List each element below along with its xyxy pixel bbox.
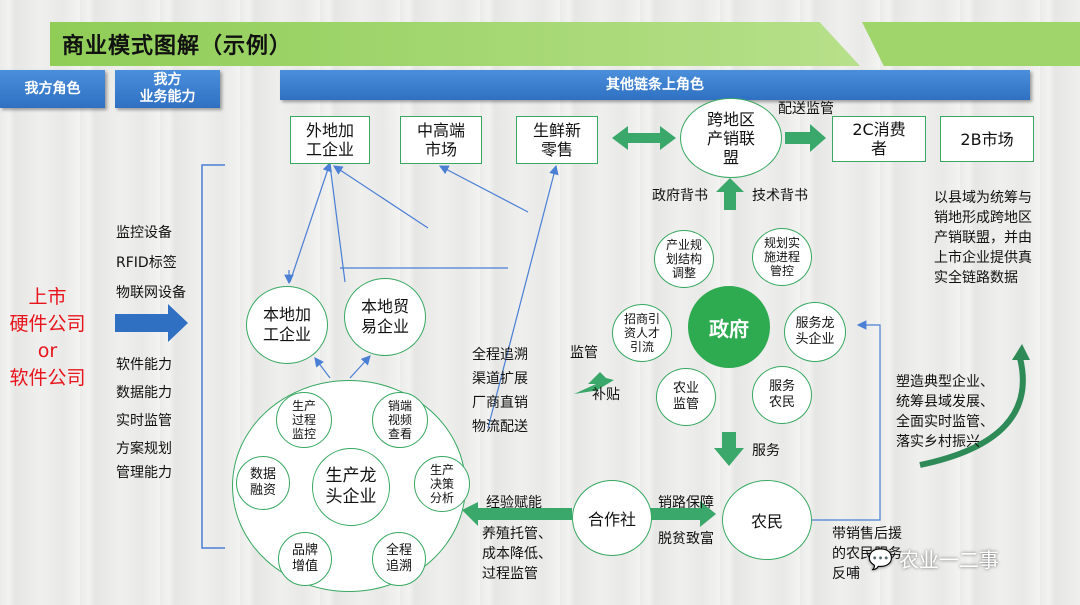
sat-data-finance: 数据 融资 [236, 456, 290, 510]
box-fresh-retail: 生鲜新 零售 [516, 116, 598, 164]
tech-endorse-label: 技术背书 [752, 188, 808, 204]
alliance-caption: 配送监管 [778, 101, 834, 117]
ability-bracket [201, 164, 225, 549]
sat-brand-value: 品牌 增值 [278, 532, 332, 586]
company-label: 上市 硬件公司 or 软件公司 [0, 284, 95, 392]
box-external-processing: 外地加 工企业 [290, 116, 370, 164]
coop-right-top: 销路保障 [658, 495, 714, 511]
gov-endorse-label: 政府背书 [652, 188, 708, 204]
sat-full-trace: 全程 追溯 [372, 532, 426, 586]
wechat-icon: 💬 [868, 546, 893, 571]
watermark: 💬 农业一二事 [868, 544, 999, 573]
node-cooperative: 合作社 [572, 480, 652, 556]
gov-plan-control: 规划实 施进程 管控 [752, 228, 812, 286]
watermark-text: 农业一二事 [898, 548, 999, 572]
gov-agri-supervision: 农业 监管 [656, 368, 716, 426]
middle-item: 渠道扩展 [472, 371, 528, 387]
ability-item: 实时监管 [116, 413, 172, 429]
node-local-processing: 本地加 工企业 [246, 286, 328, 364]
gov-investment: 招商引 资人才 引流 [612, 304, 672, 362]
node-government: 政府 [688, 286, 770, 368]
header-our-role: 我方角色 [0, 70, 105, 108]
coop-left-bottom: 养殖托管、 成本降低、 过程监管 [482, 526, 552, 582]
ability-item: 管理能力 [116, 465, 172, 481]
title-banner-tail [862, 22, 1080, 66]
service-label: 服务 [752, 443, 780, 459]
ability-item: 监控设备 [116, 225, 172, 241]
page-title: 商业模式图解（示例） [62, 34, 293, 59]
sat-production-monitor: 生产 过程 监控 [276, 392, 332, 448]
company-line-3: or [37, 340, 58, 362]
supervision-label: 监管 [570, 345, 598, 361]
ability-item: 物联网设备 [116, 285, 186, 301]
company-line-4: 软件公司 [9, 367, 86, 389]
company-line-1: 上市 [28, 286, 67, 308]
box-high-end-market: 中高端 市场 [400, 116, 482, 164]
subsidy-label: 补贴 [592, 387, 620, 403]
ability-item: 软件能力 [116, 357, 172, 373]
gov-serve-farmers: 服务 农民 [752, 366, 812, 424]
green-arrows [462, 124, 826, 527]
coop-right-bottom: 脱贫致富 [658, 531, 714, 547]
gov-serve-leader: 服务龙 头企业 [784, 302, 846, 362]
sat-decision-analysis: 生产 决策 分析 [414, 456, 470, 512]
sat-sales-video: 销端 视频 查看 [372, 392, 428, 448]
middle-item: 全程追溯 [472, 347, 528, 363]
feedback-label: 带销售后援 的农民服务 反哺 [832, 526, 902, 582]
node-local-trade: 本地贸 易企业 [344, 278, 426, 356]
gov-industrial-planning: 产业规 划结构 调整 [654, 230, 714, 288]
middle-item: 物流配送 [472, 419, 528, 435]
right-note-2: 塑造典型企业、 统筹县域发展、 全面实时监管、 落实乡村振兴 [896, 374, 994, 450]
box-2b-market: 2B市场 [940, 116, 1034, 162]
header-other-roles: 其他链条上角色 [280, 70, 1030, 100]
ability-item: 方案规划 [116, 441, 172, 457]
node-farmers: 农民 [722, 480, 812, 560]
ability-item: 数据能力 [116, 385, 172, 401]
right-note: 以县域为统筹与 销地形成跨地区 产销联盟，并由 上市企业提供真 实全链路数据 [934, 190, 1032, 286]
flow-lines [284, 161, 881, 521]
alliance-node: 跨地区 产销联 盟 [680, 98, 782, 178]
title-banner [50, 22, 860, 66]
node-leading-enterprise: 生产龙 头企业 [312, 448, 390, 526]
company-line-2: 硬件公司 [9, 313, 86, 335]
coop-left-top: 经验赋能 [486, 495, 542, 511]
middle-item: 厂商直销 [472, 395, 528, 411]
box-2c-consumer: 2C消费 者 [832, 116, 926, 162]
header-our-ability: 我方 业务能力 [115, 70, 220, 108]
company-arrow [115, 304, 188, 342]
ability-item: RFID标签 [116, 255, 177, 271]
